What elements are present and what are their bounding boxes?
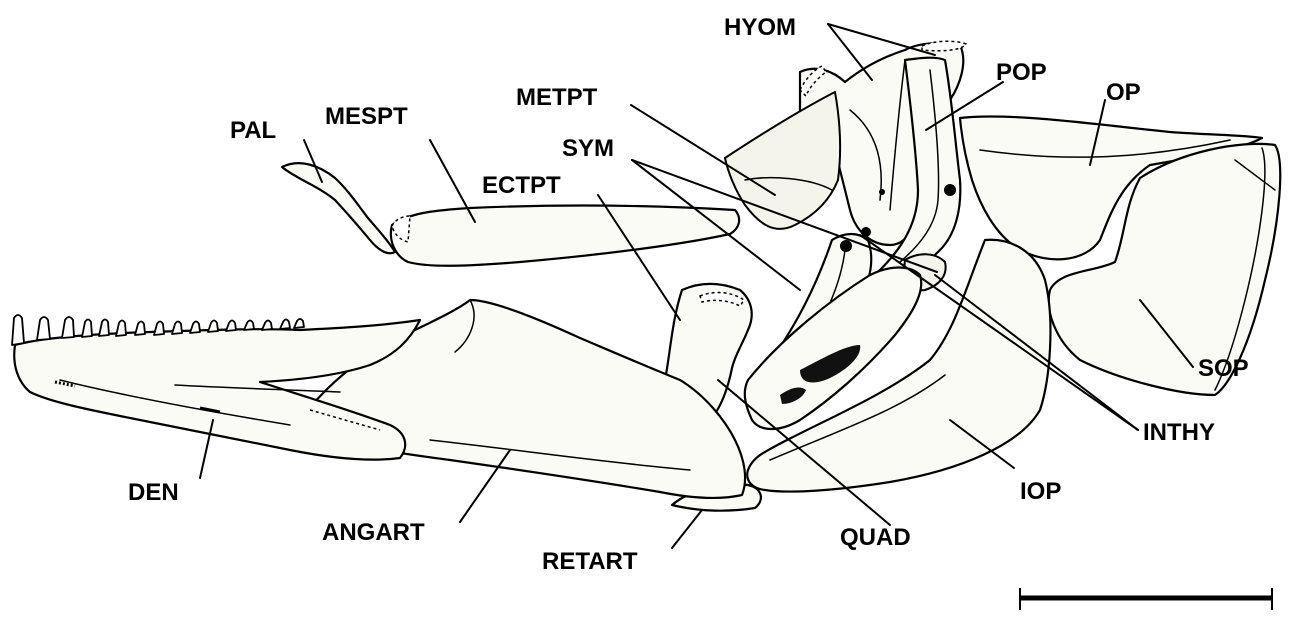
label-hyom: HYOM xyxy=(724,14,796,41)
mesopterygoid-bone xyxy=(391,206,739,266)
label-op: OP xyxy=(1106,79,1141,106)
label-retart: RETART xyxy=(542,548,638,575)
label-pal: PAL xyxy=(230,117,276,144)
label-iop: IOP xyxy=(1020,478,1061,505)
label-quad: QUAD xyxy=(840,524,911,551)
palatine-bone xyxy=(282,163,395,253)
label-sym: SYM xyxy=(562,135,614,162)
label-metpt: METPT xyxy=(516,84,598,111)
label-pop: POP xyxy=(996,59,1047,86)
label-angart: ANGART xyxy=(322,519,425,546)
metapterygoid-bone xyxy=(725,92,840,229)
label-sop: SOP xyxy=(1198,355,1249,382)
label-mespt: MESPT xyxy=(325,103,408,130)
label-inthy: INTHY xyxy=(1143,419,1215,446)
label-den: DEN xyxy=(128,479,179,506)
scale-bar xyxy=(1020,588,1272,610)
label-ectpt: ECTPT xyxy=(482,172,561,199)
